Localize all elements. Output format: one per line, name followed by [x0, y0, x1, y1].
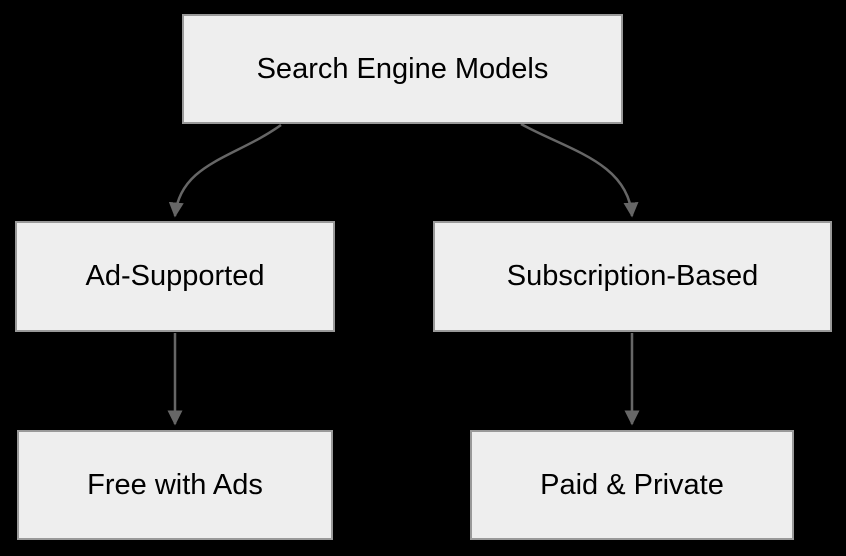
- node-free-with-ads: Free with Ads: [17, 430, 333, 540]
- node-label: Subscription-Based: [506, 260, 759, 293]
- node-search-engine-models: Search Engine Models: [182, 14, 623, 124]
- node-label: Paid & Private: [540, 468, 724, 501]
- edge-root-to-sub: [520, 122, 639, 218]
- node-label: Ad-Supported: [85, 260, 265, 293]
- node-paid-and-private: Paid & Private: [470, 430, 794, 540]
- node-subscription-based: Subscription-Based: [433, 221, 832, 332]
- node-label: Search Engine Models: [256, 52, 549, 85]
- node-ad-supported: Ad-Supported: [15, 221, 335, 332]
- node-label: Free with Ads: [87, 468, 263, 501]
- edge-root-to-ad: [168, 123, 282, 218]
